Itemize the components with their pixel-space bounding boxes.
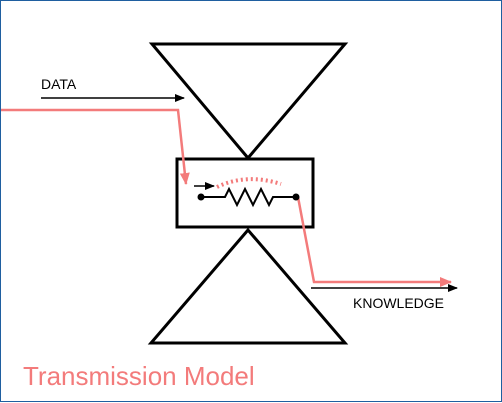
data-label: DATA bbox=[41, 76, 77, 92]
knowledge-label: KNOWLEDGE bbox=[353, 295, 445, 311]
channel-box bbox=[175, 157, 315, 229]
noise-arc bbox=[216, 177, 282, 189]
signal-flow-in bbox=[1, 108, 190, 185]
diagram-caption: Transmission Model bbox=[23, 361, 255, 391]
resistor-icon bbox=[201, 186, 296, 208]
receiver-triangle bbox=[147, 227, 349, 345]
sender-triangle bbox=[148, 42, 349, 161]
signal-flow-out bbox=[296, 196, 452, 287]
